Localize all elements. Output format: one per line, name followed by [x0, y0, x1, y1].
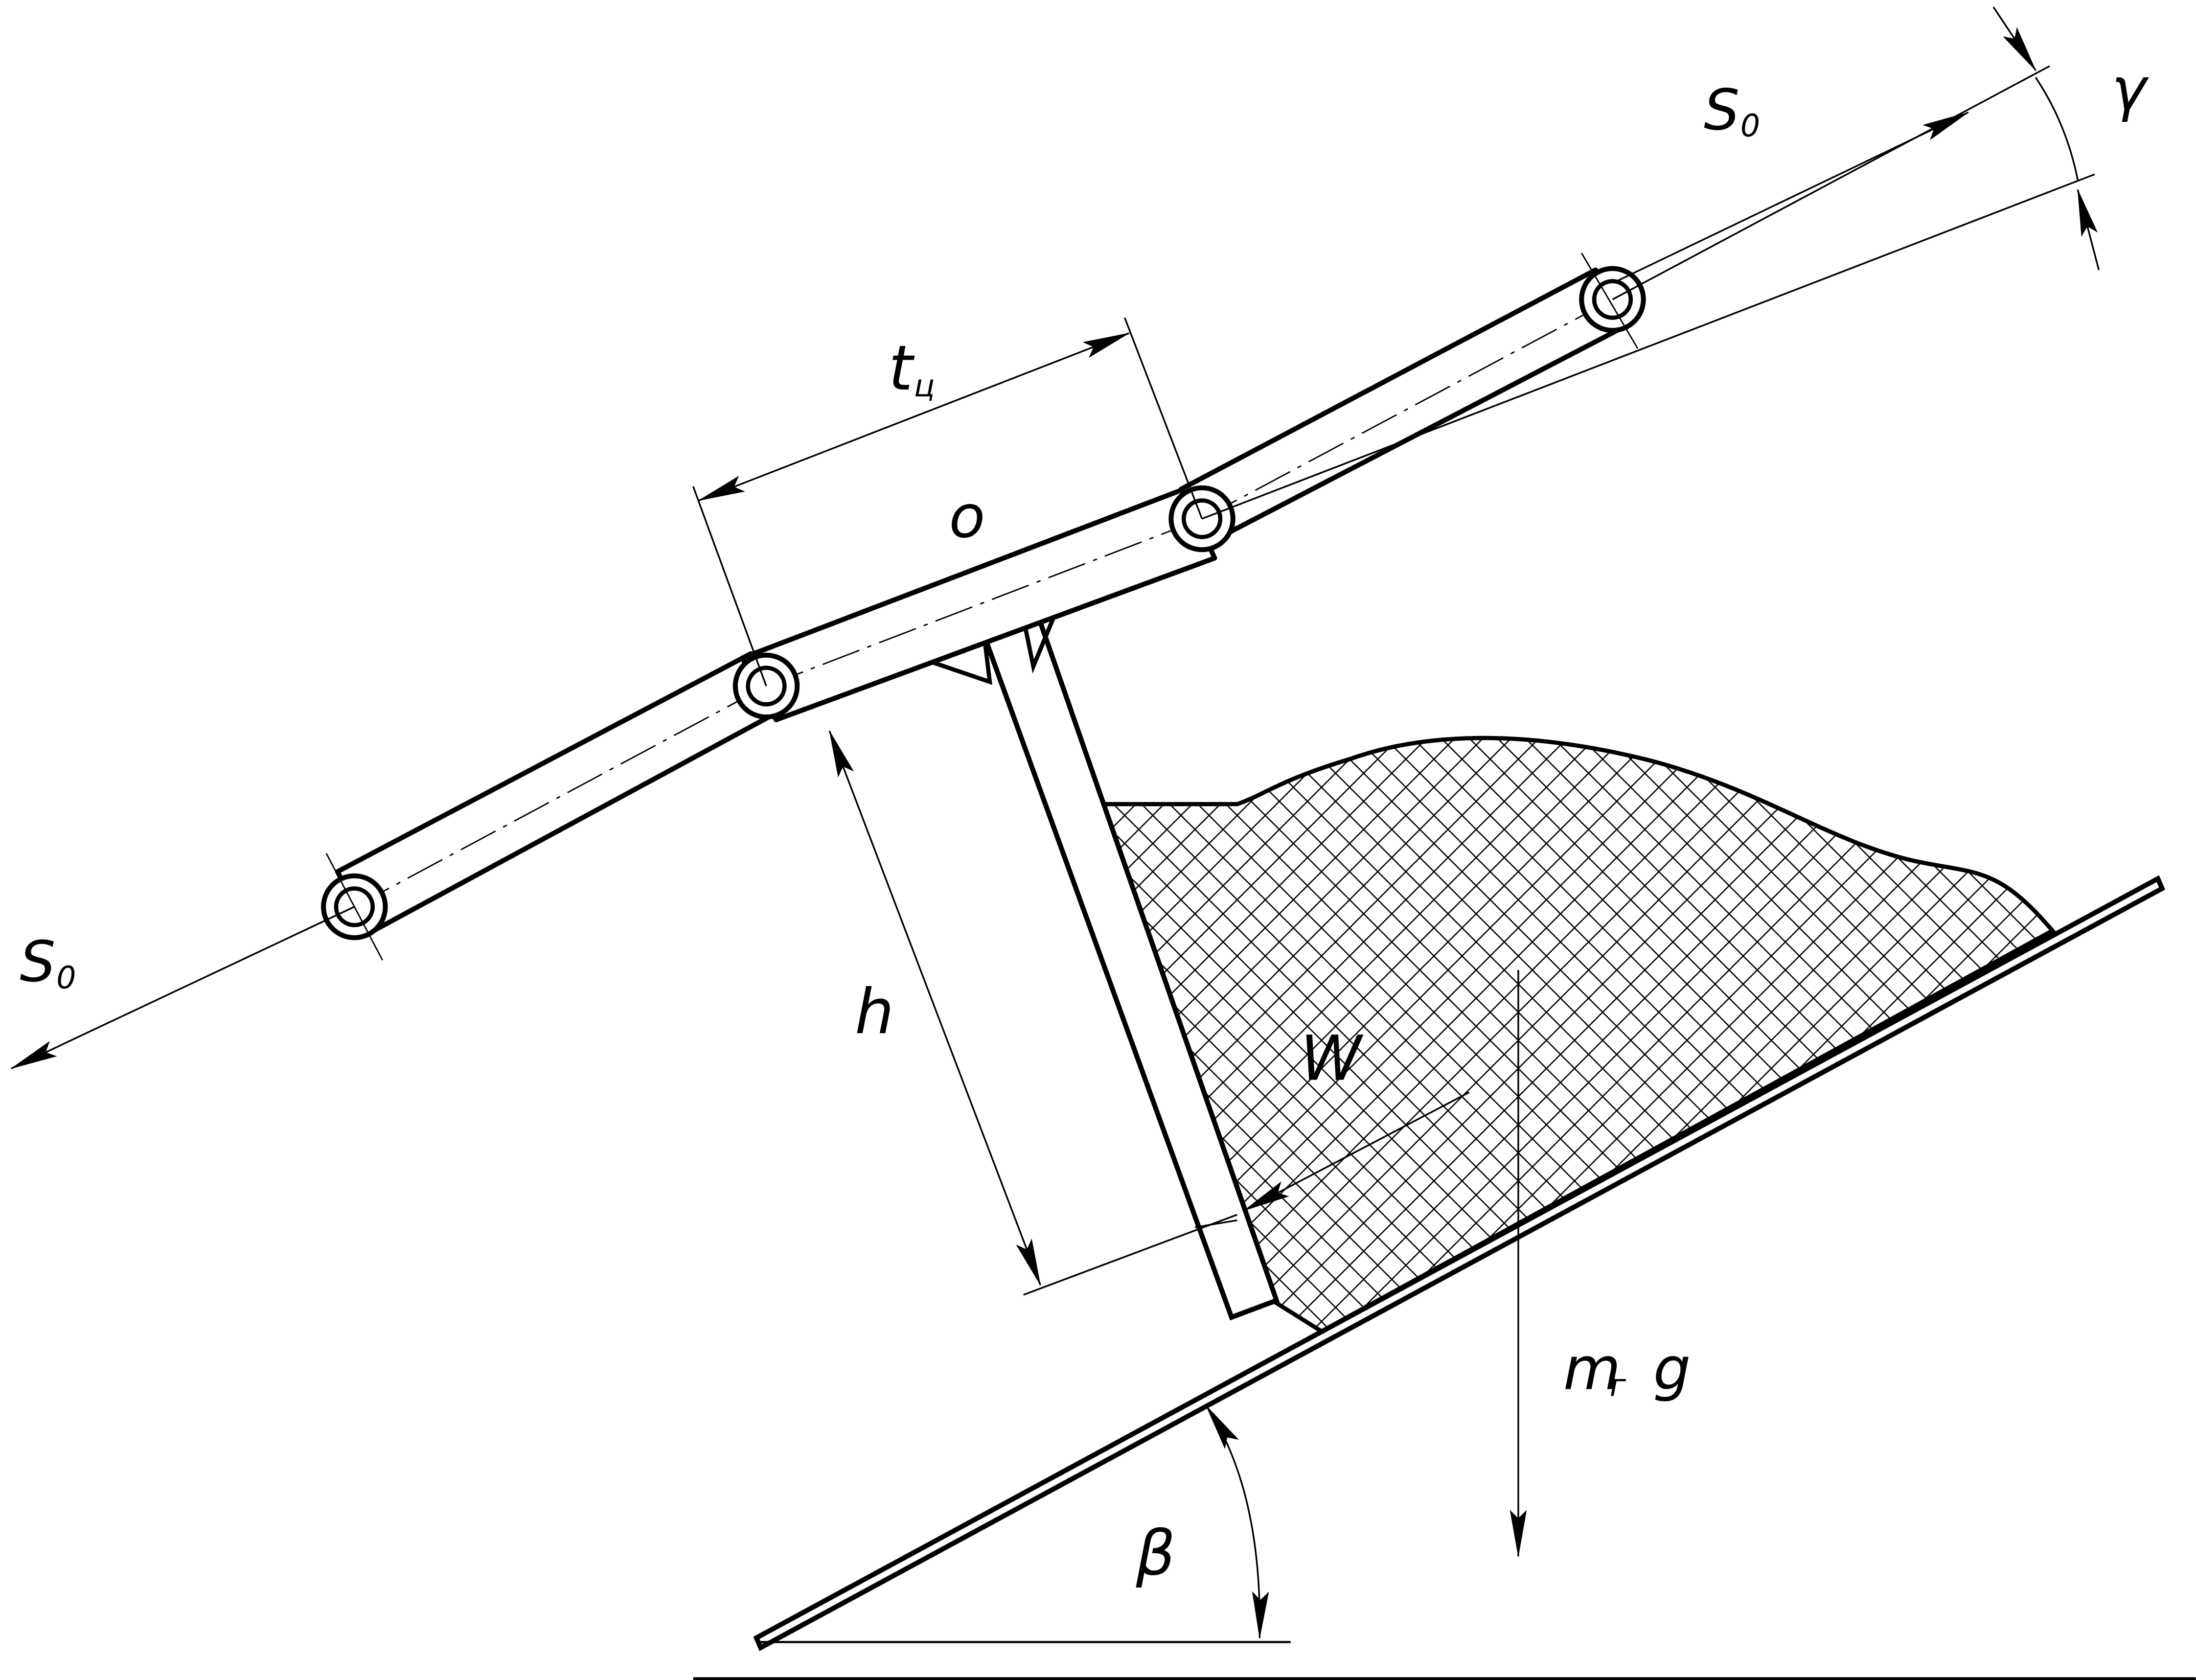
- angle-beta: [1205, 1404, 1269, 1639]
- force-w: [1194, 1091, 1470, 1228]
- svg-text:г: г: [1610, 1367, 1626, 1404]
- chain-link-upper: [1178, 267, 1633, 541]
- label-h: h: [855, 976, 894, 1048]
- angle-gamma: [1992, 6, 2100, 271]
- label-s0-left: S 0: [20, 929, 76, 995]
- svg-text:m: m: [1563, 1335, 1621, 1403]
- svg-text:S: S: [20, 929, 56, 995]
- pitch-dimension: [692, 317, 1203, 687]
- svg-text:g: g: [1653, 1335, 1691, 1403]
- tension-left: [10, 906, 355, 1069]
- svg-text:ц: ц: [914, 368, 935, 404]
- svg-text:S: S: [1704, 77, 1739, 143]
- label-pitch: t ц: [889, 332, 935, 404]
- chain-link-lower: [335, 651, 784, 936]
- label-gamma: γ: [2111, 55, 2149, 124]
- svg-text:t: t: [889, 332, 915, 404]
- chain-centerline: [354, 299, 1613, 908]
- label-w: W: [1301, 1022, 1364, 1094]
- svg-text:0: 0: [56, 960, 76, 996]
- label-s0-right: S 0: [1704, 77, 1760, 143]
- cargo-body: [1084, 736, 2056, 1334]
- svg-text:0: 0: [1740, 108, 1760, 144]
- inclined-trough: [753, 875, 2166, 1651]
- label-weight: m г g: [1563, 1335, 1691, 1403]
- label-beta: β: [1136, 1518, 1176, 1589]
- tension-right: [1201, 65, 2095, 520]
- height-dimension: [828, 730, 1238, 1296]
- label-o: o: [949, 483, 985, 551]
- joint-a: [732, 652, 800, 720]
